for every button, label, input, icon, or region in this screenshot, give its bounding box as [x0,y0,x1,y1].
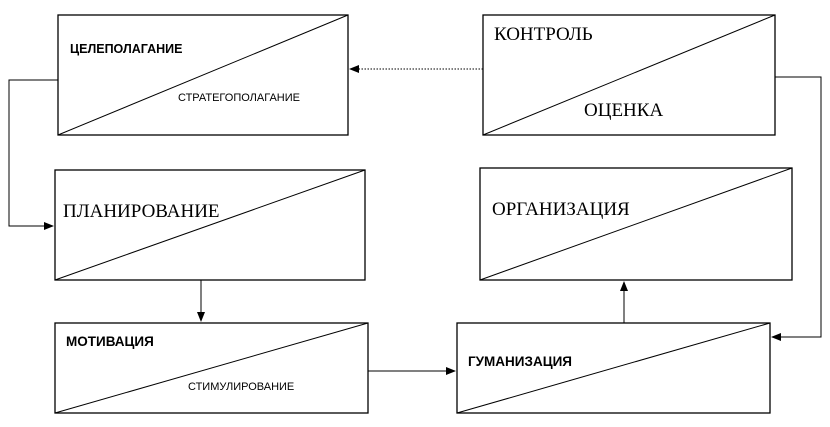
goal-setting-box: ЦЕЛЕПОЛАГАНИЕ СТРАТЕГОПОЛАГАНИЕ [57,14,349,136]
planning-box: ПЛАНИРОВАНИЕ [54,169,366,281]
planning-label: ПЛАНИРОВАНИЕ [63,201,220,222]
arrow-goal-setting-to-planning [8,79,58,230]
organization-label: ОРГАНИЗАЦИЯ [492,199,630,220]
humanization-label: ГУМАНИЗАЦИЯ [468,354,572,369]
strategy-setting-label: СТРАТЕГОПОЛАГАНИЕ [178,92,300,104]
motivation-box: МОТИВАЦИЯ СТИМУЛИРОВАНИЕ [54,322,369,414]
organization-box: ОРГАНИЗАЦИЯ [479,167,793,281]
stimulation-label: СТИМУЛИРОВАНИЕ [188,381,294,393]
control-label: КОНТРОЛЬ [494,24,593,45]
connectors [8,65,822,375]
arrow-control-to-humanization [771,76,822,341]
goal-setting-label: ЦЕЛЕПОЛАГАНИЕ [70,42,182,56]
control-box: КОНТРОЛЬ ОЦЕНКА [482,14,776,136]
evaluation-label: ОЦЕНКА [584,100,663,121]
humanization-box: ГУМАНИЗАЦИЯ [456,322,771,414]
motivation-label: МОТИВАЦИЯ [66,334,154,349]
